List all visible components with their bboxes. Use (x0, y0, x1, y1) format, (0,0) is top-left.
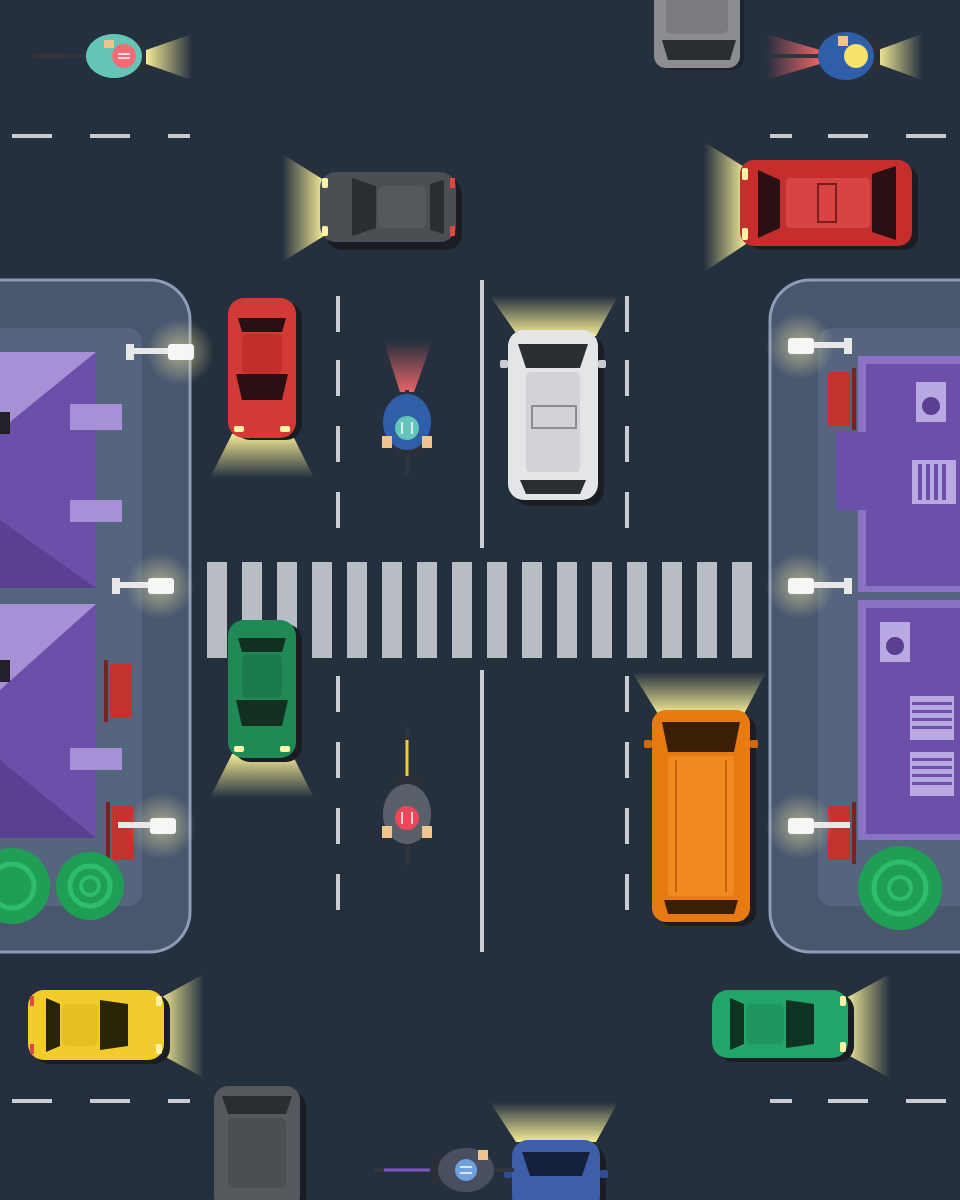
lane-markings-bottom (12, 1099, 946, 1103)
orange-van (644, 710, 758, 926)
street-lamp (118, 792, 196, 860)
lane-markings-top (12, 134, 946, 138)
street-lamp (766, 792, 850, 860)
bench (104, 660, 132, 722)
bench (828, 802, 856, 864)
lane-markings-vertical (336, 280, 629, 952)
right-building-lower (858, 600, 960, 840)
beam-red-car-left (210, 434, 314, 478)
bench (828, 368, 856, 430)
beam-green-car-left (210, 754, 314, 798)
right-building-upper (836, 356, 960, 592)
beam-white-suv (490, 296, 618, 336)
redbeam-cyclist-center (384, 342, 432, 392)
street-lamp (126, 318, 214, 386)
cyclist-bottom (374, 1148, 514, 1192)
blue-car-bottom (504, 1140, 608, 1200)
dark-car-upper (320, 172, 462, 250)
street-lamp (766, 312, 852, 380)
bush (858, 846, 942, 930)
beam-red-van (704, 142, 746, 272)
beam-green-car-right (846, 974, 890, 1078)
yellow-car-lower (28, 990, 170, 1064)
cyclist-center-upper (382, 390, 432, 476)
cyclist-blue-top-right (764, 32, 880, 80)
green-car-lower-right (712, 990, 854, 1062)
red-car-left-lane (228, 298, 302, 440)
gray-car-top-right (654, 0, 744, 70)
cyclist-center-lower (382, 726, 432, 866)
left-building-upper (0, 352, 122, 588)
white-suv (500, 330, 606, 506)
beam-orange-van (632, 672, 766, 714)
right-block (768, 278, 960, 954)
bush (0, 848, 50, 924)
street-lamps (112, 312, 852, 860)
beam-yellow-car (160, 974, 204, 1078)
street-lamp (766, 552, 852, 620)
red-van-upper-right (740, 160, 918, 250)
beam-cyclist-teal (146, 34, 192, 80)
left-building-lower (0, 604, 122, 838)
beam-cyclist-blue (878, 34, 922, 80)
street-lamp (112, 552, 194, 620)
bench (106, 802, 134, 864)
bush (56, 852, 124, 920)
beam-blue-car-bottom (490, 1102, 618, 1142)
green-car-left-lane (228, 620, 302, 762)
headlight-beams (146, 34, 922, 1142)
dark-car-bottom (214, 1086, 306, 1200)
cyclist-teal-top-left (32, 34, 146, 78)
beam-dark-car-upper (282, 154, 324, 262)
left-block (0, 278, 192, 954)
